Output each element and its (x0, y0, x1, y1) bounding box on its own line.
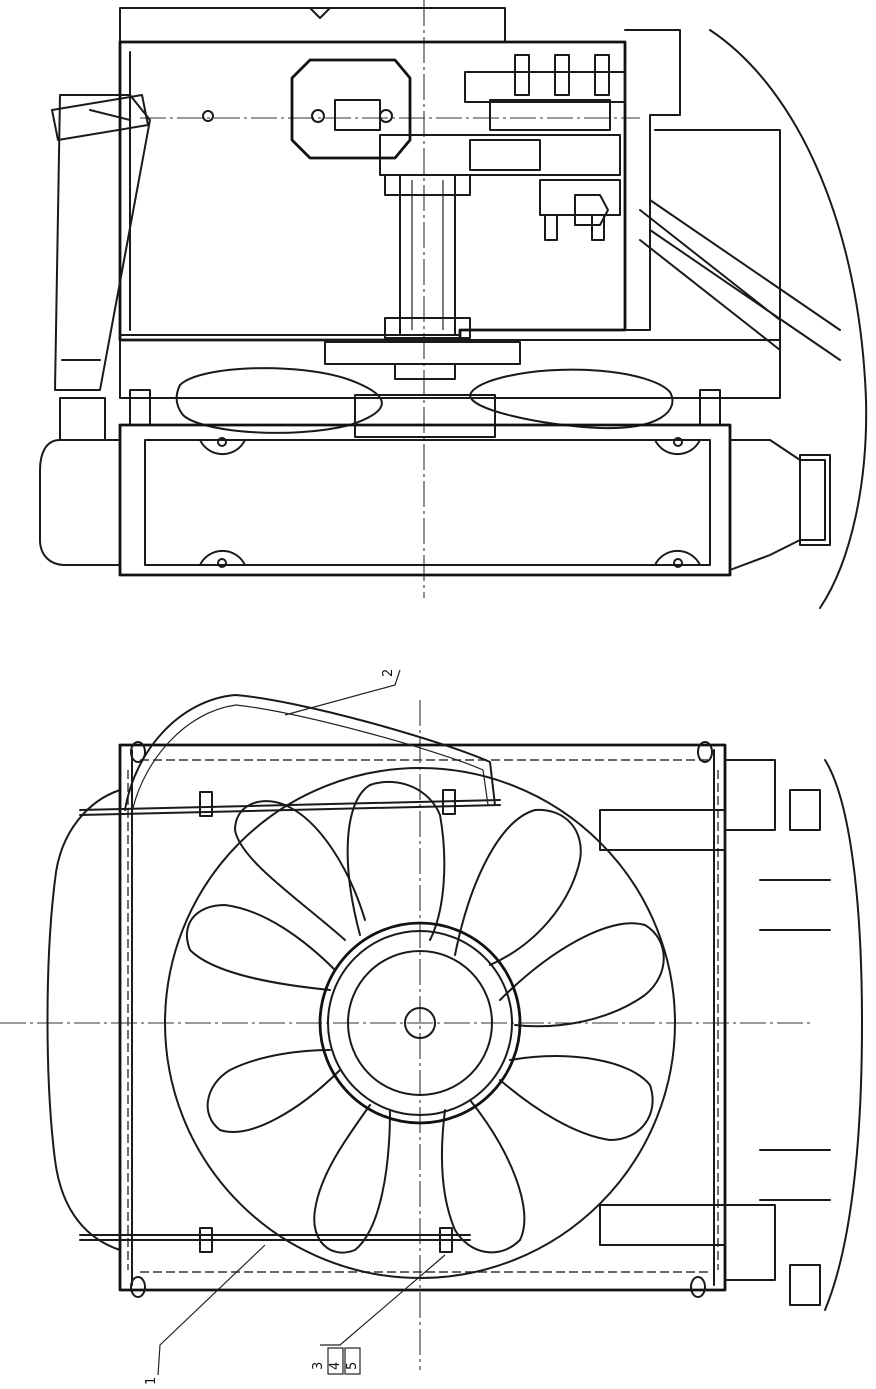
fan-ring (164, 767, 676, 1279)
callout-3: 3 (311, 1362, 326, 1370)
fan-mount-block (290, 58, 412, 160)
callout-5: 5 (345, 1362, 360, 1370)
front-elevation-view (0, 669, 863, 1376)
callout-4: 4 (328, 1362, 343, 1370)
engine-outline-right (824, 759, 863, 1311)
corner-bolts (130, 741, 713, 1298)
fan-hub-inner (347, 950, 493, 1096)
leader-1 (157, 1244, 266, 1376)
side-elevation-view (39, 0, 868, 609)
radiator-core (118, 743, 727, 1292)
radiator-tank (118, 423, 732, 577)
leader-lines (157, 669, 446, 1376)
fan-hub-center (404, 1007, 436, 1039)
outlet-hose (729, 439, 826, 571)
right-connectors (599, 759, 831, 1306)
diagonal-strut (54, 94, 151, 391)
leader-2 (284, 669, 401, 716)
bracket-plate (464, 71, 626, 103)
top-cover (119, 7, 506, 43)
left-end-cap (39, 439, 121, 566)
pulley-disk (324, 341, 521, 365)
upper-rail (79, 799, 501, 811)
main-frame (118, 40, 627, 342)
outer-fairing (709, 29, 868, 609)
lower-plate (119, 339, 781, 399)
bolt-bracket-right (699, 389, 721, 426)
fan-hub-outer (318, 921, 522, 1125)
fan-blades (185, 780, 665, 1254)
fan-shroud (124, 694, 496, 811)
callout-stack-345: 3 4 5 (311, 1347, 361, 1375)
shaft-housing (399, 174, 456, 336)
callout-2: 2 (381, 669, 396, 677)
leader-345 (320, 1254, 446, 1346)
engine-outline-left (46, 789, 121, 1251)
callout-1: 1 (144, 1377, 159, 1385)
right-frame (624, 29, 681, 331)
fan-blade-side-left (175, 367, 383, 434)
bolt-bracket-left (129, 389, 151, 426)
